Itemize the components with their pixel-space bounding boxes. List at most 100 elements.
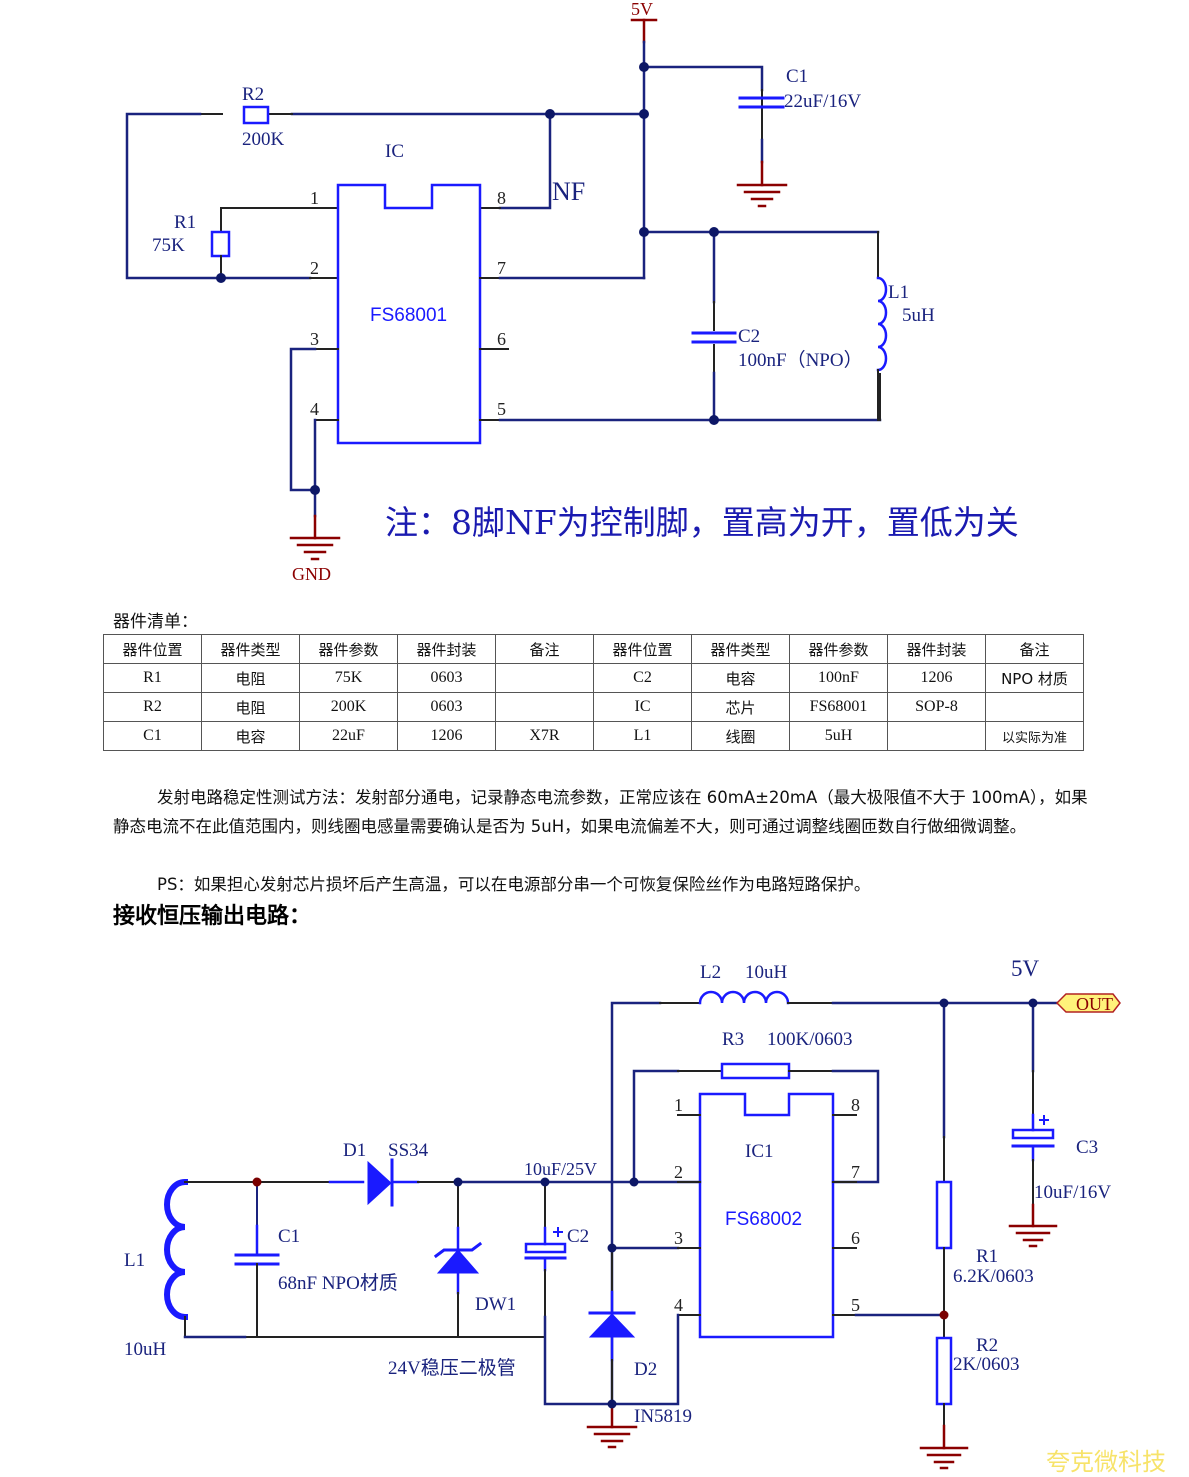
bom-cell: X7R xyxy=(495,721,594,751)
bom-title: 器件清单： xyxy=(113,612,198,632)
c1-ground-icon xyxy=(736,160,788,208)
rx-r2-ref-label: R2 xyxy=(976,1335,998,1356)
junction-dot xyxy=(939,998,949,1008)
bom-header-cell: 备注 xyxy=(495,634,594,664)
c3-electrolytic-capacitor-symbol xyxy=(1011,1115,1055,1148)
rx-c2-value-label: 10uF/25V xyxy=(524,1159,597,1179)
power-5v-symbol xyxy=(630,18,658,44)
bom-cell: L1 xyxy=(593,721,692,751)
bom-cell: 电阻 xyxy=(201,663,300,693)
bom-cell: IC xyxy=(593,692,692,722)
bom-cell: 0603 xyxy=(397,663,496,693)
bom-cell: 22uF xyxy=(299,721,398,751)
bom-header-row: 器件位置 器件类型 器件参数 器件封装 备注 器件位置 器件类型 器件参数 器件… xyxy=(103,634,1084,664)
bom-header-cell: 器件位置 xyxy=(103,634,202,664)
dw1-zener-diode-symbol xyxy=(433,1241,483,1274)
ic-fs68001-body xyxy=(336,183,482,445)
wire-c1-top xyxy=(642,65,764,92)
out-port-symbol[interactable] xyxy=(1055,993,1121,1013)
d1-ref-label: D1 xyxy=(343,1140,366,1161)
rx-junction-dots xyxy=(252,998,1038,1409)
bom-cell: C2 xyxy=(593,663,692,693)
rx-wire-l2-feed xyxy=(610,1001,662,1406)
bom-cell: R2 xyxy=(103,692,202,722)
junction-dot xyxy=(639,227,649,237)
l1-value-label: 5uH xyxy=(902,305,935,326)
bom-header-cell: 器件封装 xyxy=(397,634,496,664)
rx-r2-resistor-symbol xyxy=(935,1336,953,1406)
rx-c1-value-label: 68nF NPO材质 xyxy=(278,1272,398,1294)
dw1-value-label: 24V稳压二极管 xyxy=(388,1357,516,1379)
c3-ref-label: C3 xyxy=(1076,1137,1098,1158)
bom-cell: R1 xyxy=(103,663,202,693)
l2-inductor-symbol xyxy=(698,990,790,1005)
ic1-ref-label: IC1 xyxy=(745,1141,774,1162)
bom-cell: 电阻 xyxy=(201,692,300,722)
bom-row: R2 电阻 200K 0603 IC 芯片 FS68001 SOP-8 xyxy=(103,692,1084,722)
rx-wire-bottom-rail xyxy=(184,1316,546,1338)
bom-cell: 5uH xyxy=(789,721,888,751)
ic1-part-label: FS68002 xyxy=(725,1209,802,1230)
junction-dot xyxy=(607,1243,617,1253)
nf-label: NF xyxy=(552,177,585,206)
ic1-pin-5-label: 5 xyxy=(851,1295,860,1315)
ic1-pin-2-label: 2 xyxy=(674,1162,683,1182)
rx-r2-value-label: 2K/0603 xyxy=(953,1354,1020,1375)
rx-c2-electrolytic-capacitor-symbol xyxy=(524,1227,567,1260)
ps-text: PS：如果担心发射芯片损坏后产生高温，可以在电源部分串一个可恢复保险丝作为电路短… xyxy=(157,875,871,894)
bom-cell: 线圈 xyxy=(691,721,790,751)
ic1-pin-3-label: 3 xyxy=(674,1228,683,1248)
c2-value-label: 100nF（NPO） xyxy=(738,349,863,371)
bom-header-cell: 器件参数 xyxy=(299,634,398,664)
rx-wire-r3-loop xyxy=(632,1069,680,1184)
bom-header-cell: 器件类型 xyxy=(691,634,790,664)
d2-value-label: IN5819 xyxy=(634,1406,692,1427)
ic-ref-label: IC xyxy=(385,141,404,162)
bom-cell: 电容 xyxy=(201,721,300,751)
junction-dot xyxy=(540,1177,550,1187)
ic1-pin-7-label: 7 xyxy=(851,1162,860,1182)
bom-table: 器件位置 器件类型 器件参数 器件封装 备注 器件位置 器件类型 器件参数 器件… xyxy=(103,634,1084,751)
d1-value-label: SS34 xyxy=(388,1140,429,1161)
bom-cell: FS68001 xyxy=(789,692,888,722)
ic-part-label: FS68001 xyxy=(370,305,447,326)
junction-dot xyxy=(453,1177,463,1187)
c1-ref-label: C1 xyxy=(786,66,808,87)
wire-nf xyxy=(498,112,552,210)
d2-ref-label: D2 xyxy=(634,1359,657,1380)
rx-r1-ref-label: R1 xyxy=(976,1246,998,1267)
control-pin-note: 注：8脚NF为控制脚，置高为开，置低为关 xyxy=(385,503,1019,542)
output-voltage-label: 5V xyxy=(1011,956,1040,981)
r2-ref-label: R2 xyxy=(242,84,264,105)
bom-cell: 以实际为准 xyxy=(985,721,1084,751)
stability-test-paragraph: 发射电路稳定性测试方法：发射部分通电，记录静态电流参数，正常应该在 60mA±2… xyxy=(113,783,1088,841)
bom-header-cell: 备注 xyxy=(985,634,1084,664)
junction-dot xyxy=(709,415,719,425)
receiver-heading: 接收恒压输出电路： xyxy=(113,904,312,929)
r3-value-label: 100K/0603 xyxy=(767,1029,853,1050)
bom-cell: 75K xyxy=(299,663,398,693)
junction-dots xyxy=(216,62,719,495)
junction-dot xyxy=(607,1399,617,1409)
c1-capacitor-symbol xyxy=(738,96,785,109)
junction-dot xyxy=(310,485,320,495)
l2-ref-label: L2 xyxy=(700,962,721,983)
bom-cell: 100nF xyxy=(789,663,888,693)
junction-dot xyxy=(545,109,555,119)
pin-7-label: 7 xyxy=(497,258,506,278)
pin-4-label: 4 xyxy=(310,399,319,419)
pin-8-label: 8 xyxy=(497,188,506,208)
gnd-icon xyxy=(289,514,341,561)
power-5v-label: 5V xyxy=(631,0,653,19)
pin-1-label: 1 xyxy=(310,188,319,208)
transmitter-schematic: 5V GND C1 22uF/16V R2 200K IC NF R1 75K … xyxy=(125,0,935,584)
junction-dot xyxy=(939,1310,949,1320)
bom-cell: 200K xyxy=(299,692,398,722)
r2-value-label: 200K xyxy=(242,129,285,150)
pin-2-label: 2 xyxy=(310,258,319,278)
bom-cell xyxy=(495,663,594,693)
ic1-pin-4-label: 4 xyxy=(674,1295,683,1315)
rx-r1-resistor-symbol xyxy=(935,1180,953,1250)
l2-value-label: 10uH xyxy=(745,962,788,983)
bom-cell: 电容 xyxy=(691,663,790,693)
